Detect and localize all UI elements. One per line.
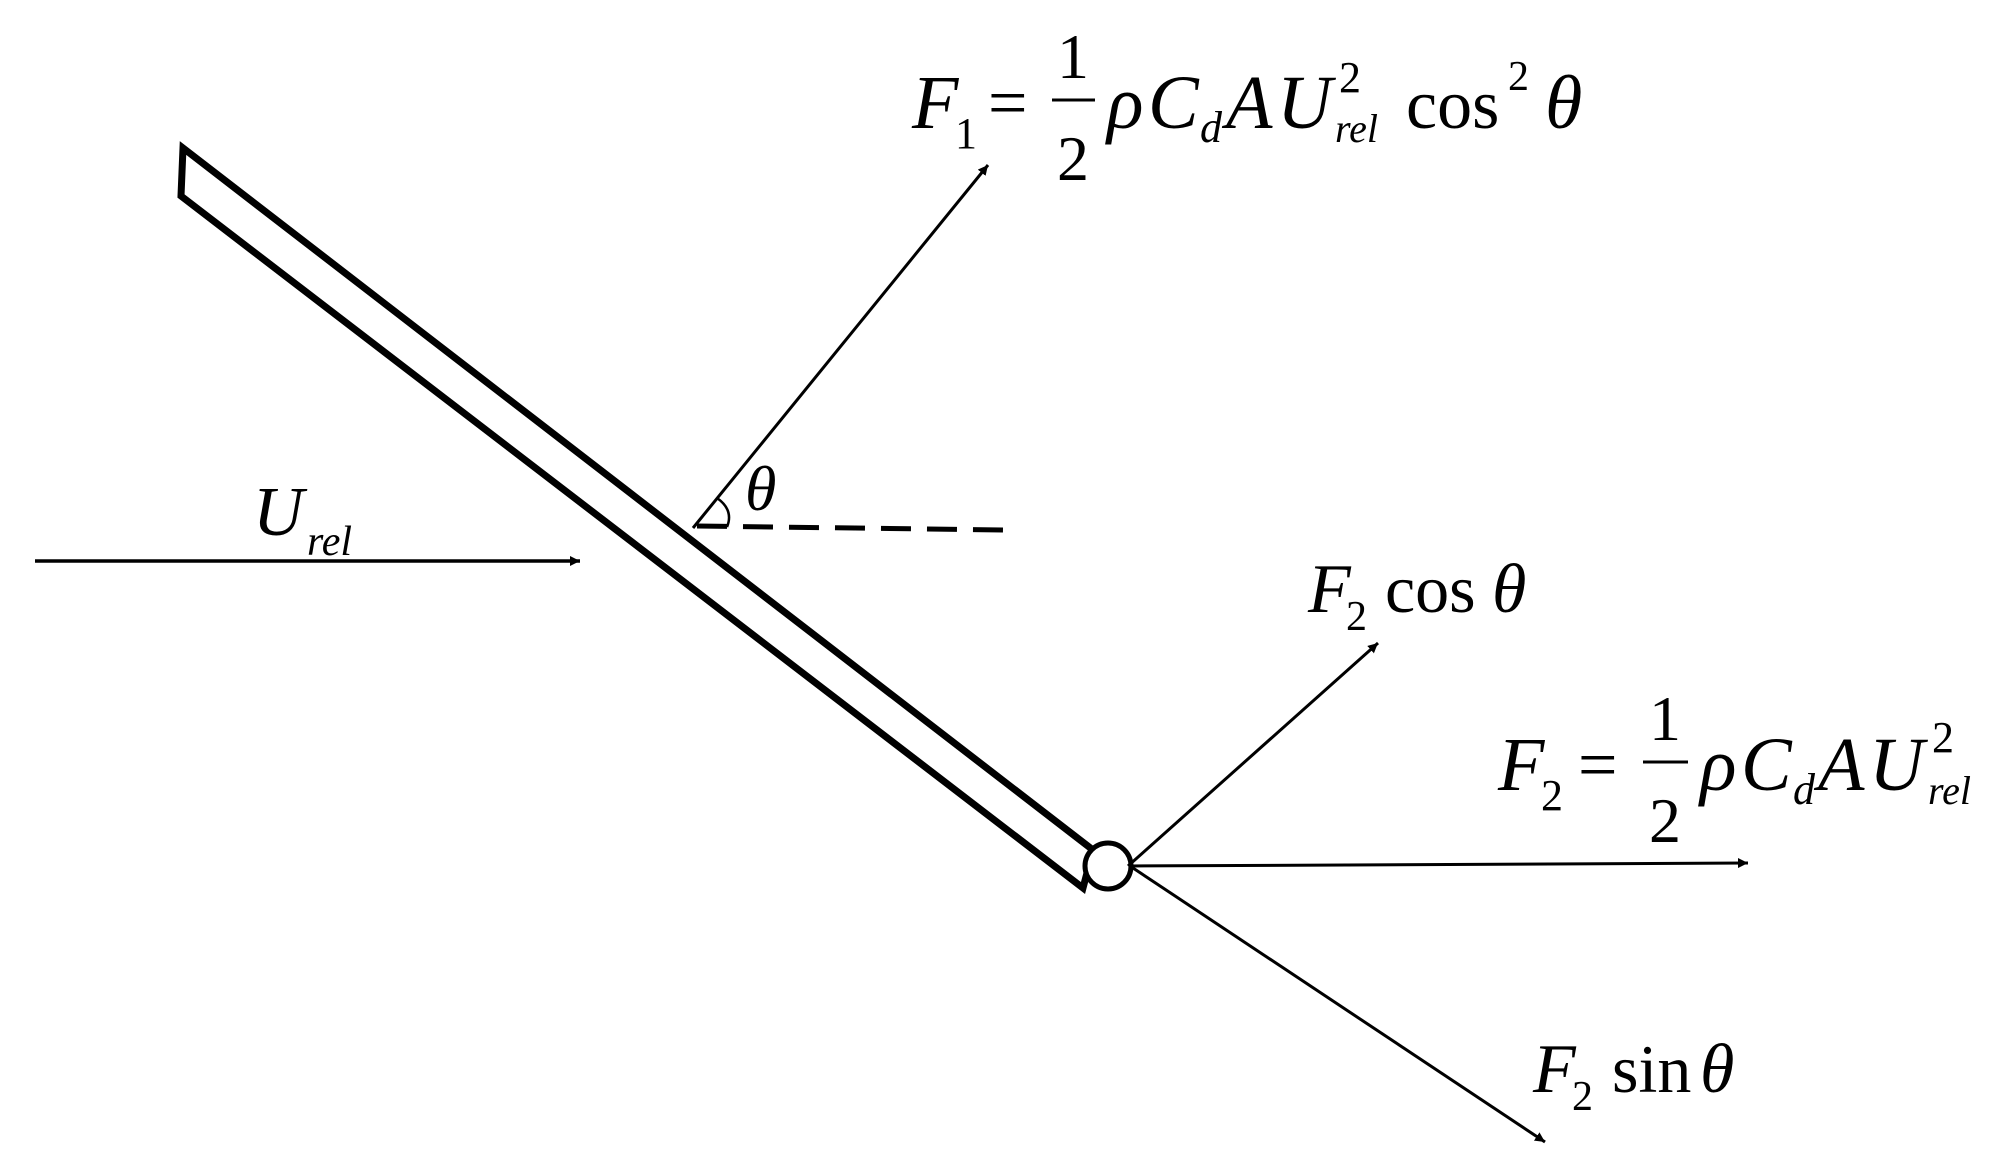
f1-theta: θ [1545, 61, 1582, 145]
f2cos-sub: 2 [1346, 594, 1367, 640]
f2cos-fn: cos [1385, 551, 1476, 627]
theta-angle-arc [716, 496, 731, 528]
f2-c: C [1741, 723, 1793, 807]
hinge-circle [1082, 840, 1134, 892]
f1-u-sub: rel [1335, 106, 1378, 151]
f1-lhs-sub: 1 [955, 109, 977, 158]
f2sin-sub: 2 [1572, 1074, 1593, 1120]
f1-u-sup: 2 [1339, 53, 1361, 102]
f2sin-arrow [1129, 864, 1546, 1144]
f2-arrow [1129, 858, 1749, 869]
f2-a: A [1813, 723, 1865, 807]
f2-rho: ρ [1698, 723, 1736, 807]
f2sin-f: F [1532, 1031, 1577, 1108]
f1-cos: cos [1406, 67, 1499, 144]
u-rel-sub: rel [307, 519, 352, 565]
f2-lhs-sub: 2 [1541, 771, 1563, 820]
f2-numerator: 1 [1649, 683, 1681, 754]
f2-u-sup: 2 [1932, 713, 1954, 762]
f2-lhs: F [1497, 723, 1546, 807]
u-rel-main: U [253, 474, 308, 551]
f2sin-theta: θ [1700, 1031, 1734, 1108]
f2-c-sub: d [1793, 765, 1816, 814]
f1-a: A [1221, 61, 1273, 145]
f1-c: C [1148, 61, 1200, 145]
f2cos-label: F 2 cos θ [1307, 551, 1526, 640]
f2cos-theta: θ [1492, 551, 1526, 628]
u-rel-label: U rel [253, 474, 352, 565]
f2-denominator: 2 [1649, 785, 1681, 856]
f1-denominator: 2 [1057, 123, 1089, 194]
f1-arrow [691, 164, 990, 529]
f1-formula: F 1 = 1 2 ρ C d A U 2 rel cos 2 θ [911, 21, 1582, 194]
f2sin-fn: sin [1612, 1031, 1691, 1107]
f1-numerator: 1 [1057, 21, 1089, 92]
inclined-plate [177, 141, 1097, 894]
f1-c-sub: d [1200, 103, 1223, 152]
reference-dashed-line [696, 523, 1007, 533]
f1-equals: = [988, 65, 1027, 142]
f1-rho: ρ [1105, 61, 1143, 145]
f2-u: U [1869, 723, 1928, 807]
f2-u-sub: rel [1928, 768, 1971, 813]
f2-equals: = [1578, 727, 1617, 804]
f2cos-f: F [1307, 551, 1352, 628]
f1-cos-sup: 2 [1508, 54, 1529, 100]
f1-lhs: F [911, 61, 960, 145]
f1-u: U [1277, 61, 1336, 145]
theta-label: θ [745, 453, 776, 524]
f2-formula: F 2 = 1 2 ρ C d A U 2 rel [1497, 683, 1971, 856]
f2sin-label: F 2 sin θ [1532, 1031, 1734, 1120]
f2cos-arrow [1127, 641, 1379, 868]
